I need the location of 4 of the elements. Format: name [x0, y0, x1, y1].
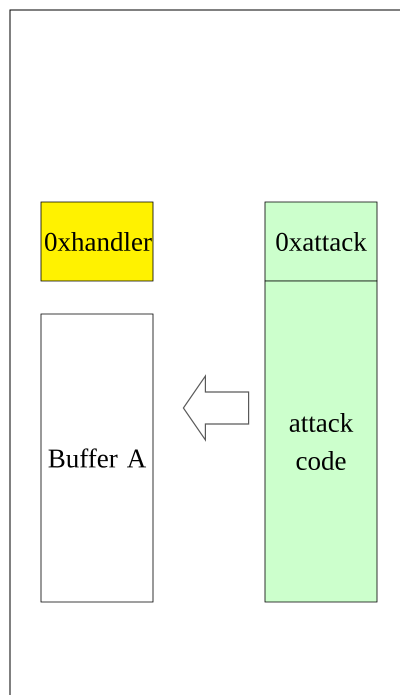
address-box: 0xattack [264, 202, 378, 282]
block-arrow [182, 374, 250, 442]
address-box: 0xhandler [40, 202, 154, 282]
buffer-box: Buffer A [40, 314, 154, 602]
